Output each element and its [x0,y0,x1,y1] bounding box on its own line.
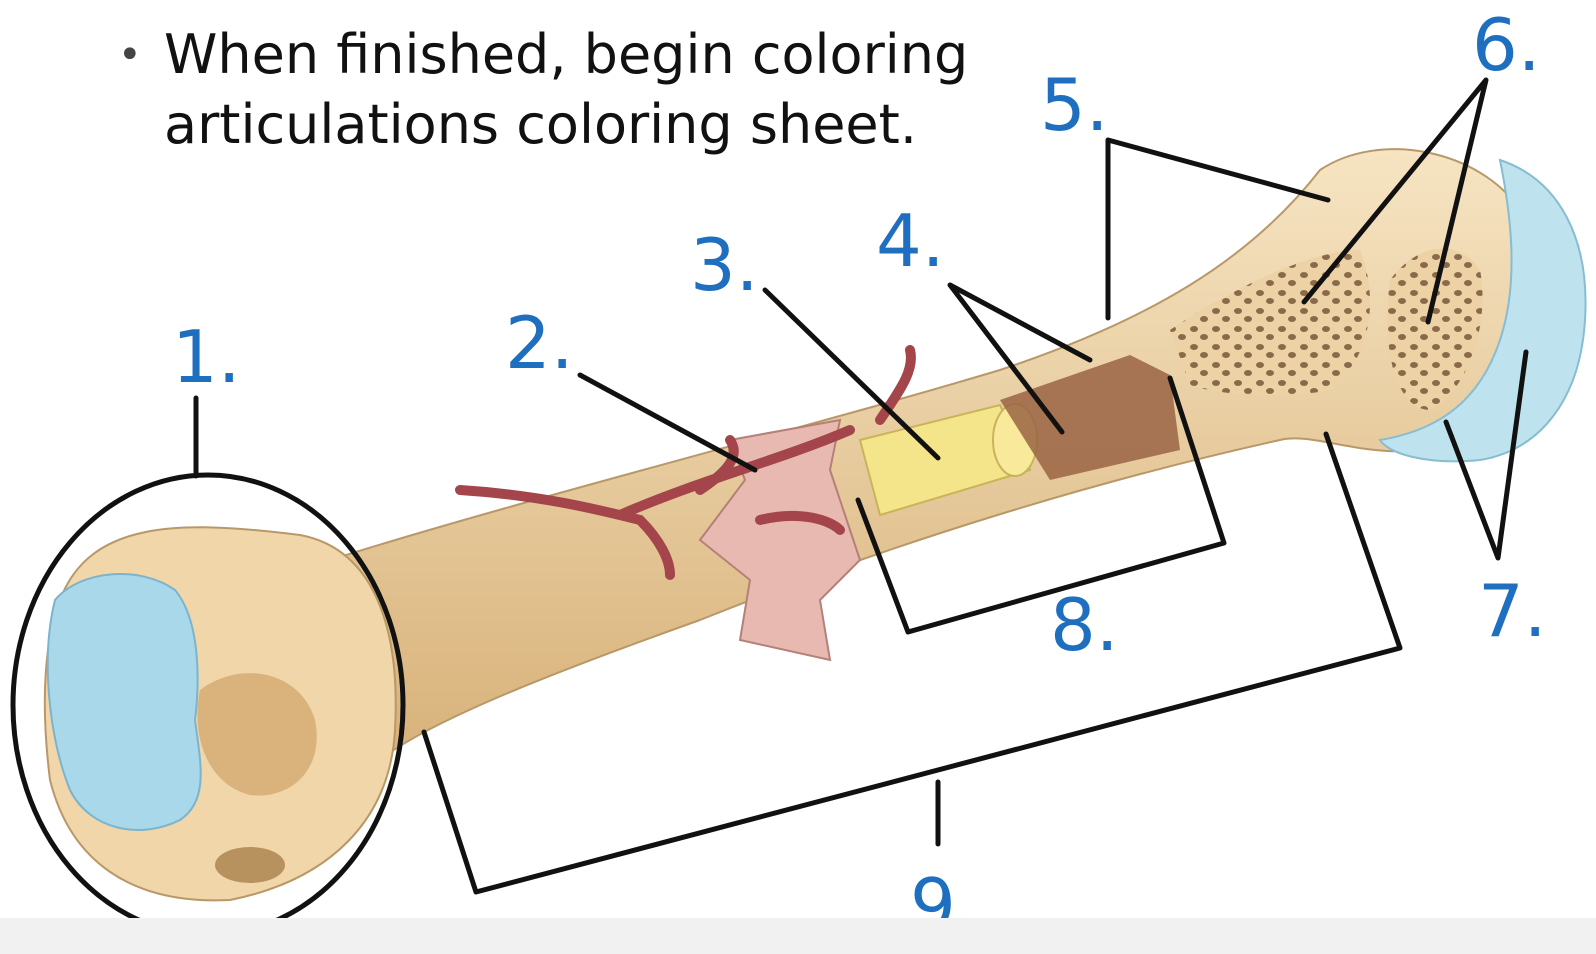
label-6: 6. [1472,3,1541,87]
label-4: 4. [876,199,945,283]
label-8: 8. [1050,583,1119,667]
label-7: 7. [1478,569,1547,653]
leader-2 [580,375,755,470]
bottom-bar [0,918,1596,954]
label-2: 2. [505,301,574,385]
proximal-articular-cartilage [48,574,201,830]
label-5: 5. [1040,63,1109,147]
label-1: 1. [172,315,241,399]
label-3: 3. [690,223,759,307]
proximal-foramen [215,847,285,883]
